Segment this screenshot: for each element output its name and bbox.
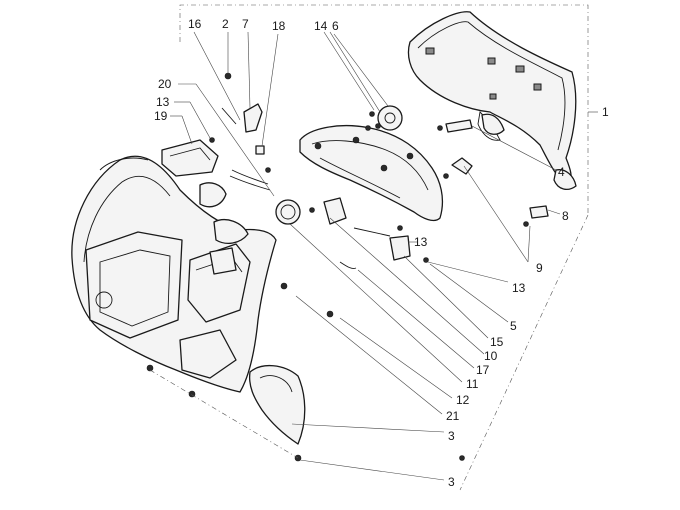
label-16: 16 [188,17,202,31]
leg-shield-part [407,11,577,191]
label-15: 15 [490,335,504,349]
label-13-middle: 13 [414,235,428,249]
label-10: 10 [484,349,498,363]
label-2: 2 [222,17,229,31]
label-4: 4 [558,165,565,179]
label-1: 1 [602,105,609,119]
label-11: 11 [466,377,479,391]
center-hardware [275,197,429,269]
label-3-lower: 3 [448,475,455,489]
label-13-right: 13 [512,281,526,295]
lower-bracket [248,365,306,445]
label-13-upper: 13 [156,95,170,109]
label-7: 7 [242,17,249,31]
label-5: 5 [510,319,517,333]
label-9: 9 [536,261,543,275]
label-3-upper: 3 [448,429,455,443]
label-21: 21 [446,409,460,423]
upper-hardware [221,72,271,173]
label-12: 12 [456,393,470,407]
label-17: 17 [476,363,490,377]
clip-brackets [437,119,549,227]
label-8: 8 [562,209,569,223]
label-6: 6 [332,19,339,33]
glovebox-part [71,155,277,393]
label-14: 14 [314,19,328,33]
label-18: 18 [272,19,286,33]
callout-labels: 16 2 7 18 14 6 20 13 19 1 4 8 13 9 13 5 … [154,17,609,489]
leader-lines [149,31,598,481]
label-19: 19 [154,109,168,123]
latch-part [161,137,219,177]
strip-part [229,169,271,191]
assembly-boundary [179,4,589,491]
inner-panel-part [299,125,444,222]
label-20: 20 [158,77,172,91]
cap-part [365,105,403,131]
